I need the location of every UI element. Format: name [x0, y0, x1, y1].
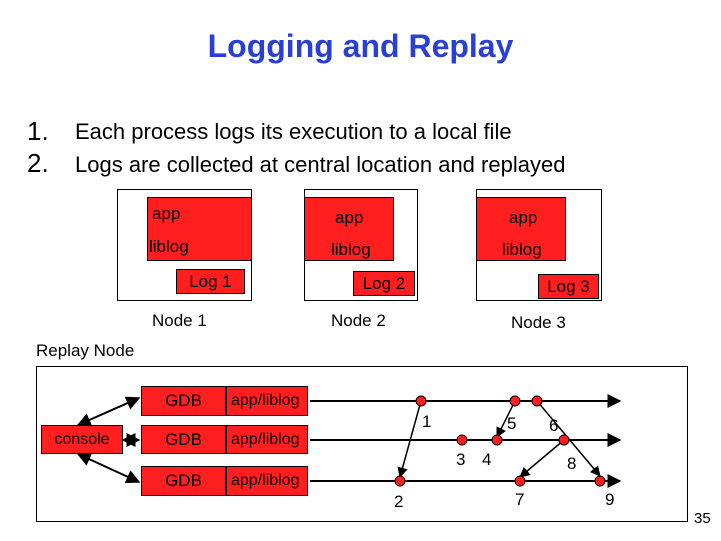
message-5-4 — [496, 400, 516, 438]
gdb-box-1: GDB — [141, 386, 226, 416]
node-1-liblog-label: liblog — [149, 237, 189, 256]
message-1-2 — [397, 400, 422, 479]
app-liblog-box-1: app/liblog — [226, 386, 308, 416]
arrow-console-gdb1 — [76, 396, 141, 427]
gdb-box-3: GDB — [141, 466, 226, 496]
message-8-7 — [519, 439, 565, 478]
event-label-7: 7 — [515, 490, 525, 509]
replay-node-label: Replay Node — [36, 341, 135, 360]
node-1-label: Node 1 — [152, 311, 207, 330]
node-3-liblog-label: liblog — [502, 240, 542, 259]
node-3-process — [476, 197, 566, 261]
node-2-app-label: app — [335, 208, 364, 227]
event-6 — [531, 395, 543, 407]
node-2-label: Node 2 — [331, 311, 386, 330]
event-label-9: 9 — [605, 490, 615, 509]
bullet-1-number: 1. — [27, 116, 49, 146]
node-1-app-label: app — [152, 204, 181, 223]
node-2-liblog-label: liblog — [331, 240, 371, 259]
console-box: console — [41, 425, 123, 454]
page-number: 35 — [694, 510, 711, 527]
app-liblog-box-2: app/liblog — [226, 425, 308, 454]
event-label-8: 8 — [567, 454, 577, 473]
event-label-5: 5 — [507, 414, 517, 433]
event-3 — [456, 434, 468, 446]
event-label-2: 2 — [394, 492, 404, 511]
slide-title: Logging and Replay — [207, 28, 514, 64]
gdb-box-2: GDB — [141, 425, 226, 454]
node-2-log-file: Log 2 — [353, 271, 415, 296]
bullet-2-number: 2. — [27, 148, 49, 178]
event-label-1: 1 — [422, 412, 432, 431]
bullet-2-text: Logs are collected at central location a… — [75, 152, 566, 177]
replay-node-box — [36, 366, 688, 522]
event-label-4: 4 — [482, 450, 492, 469]
app-liblog-box-3: app/liblog — [226, 466, 308, 496]
bullet-1-text: Each process logs its execution to a loc… — [75, 119, 512, 144]
node-3-label: Node 3 — [511, 313, 566, 332]
node-1-log-file: Log 1 — [176, 269, 245, 294]
event-label-6: 6 — [549, 416, 559, 435]
event-2 — [394, 475, 406, 487]
event-5 — [509, 395, 521, 407]
event-1 — [415, 395, 427, 407]
node-3-log-file: Log 3 — [538, 274, 599, 299]
arrow-console-gdb3 — [76, 452, 141, 484]
node-2-process — [304, 197, 394, 261]
node-1-process — [147, 197, 252, 261]
event-8 — [558, 434, 570, 446]
event-4 — [491, 434, 503, 446]
node-3-app-label: app — [509, 208, 538, 227]
event-9 — [594, 475, 606, 487]
event-7 — [514, 475, 526, 487]
event-label-3: 3 — [456, 450, 466, 469]
